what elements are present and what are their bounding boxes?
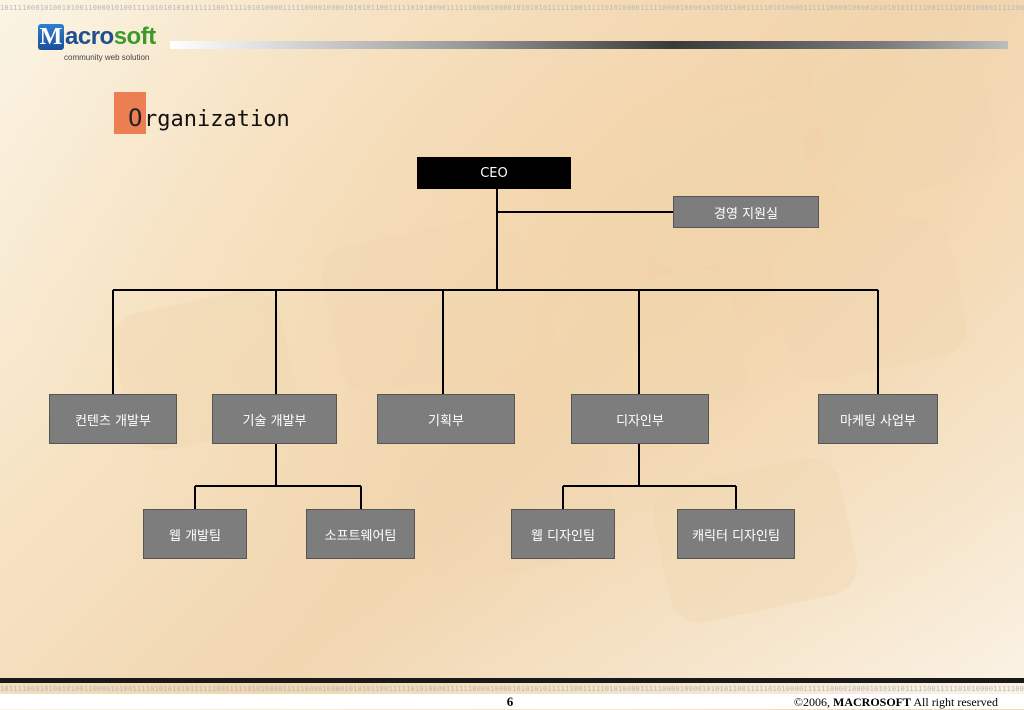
org-box-team-web-dev: 웹 개발팀 [143, 509, 247, 559]
binary-strip-bottom: 1011110001010010100110000101001111010101… [0, 685, 1024, 693]
org-box-team-software: 소프트웨어팀 [306, 509, 415, 559]
logo-name: acrosoft [65, 24, 156, 50]
copyright-brand: MACROSOFT [833, 695, 912, 709]
logo-name-accent: soft [113, 23, 157, 50]
copyright-prefix: ©2006, [793, 695, 834, 709]
org-box-team-character-design: 캐릭터 디자인팀 [677, 509, 795, 559]
org-box-dept-marketing: 마케팅 사업부 [818, 394, 938, 444]
org-box-team-web-design: 웹 디자인팀 [511, 509, 615, 559]
org-box-dept-planning: 기획부 [377, 394, 515, 444]
title-first-letter: O [128, 104, 143, 132]
org-box-ceo: CEO [417, 157, 571, 189]
logo-name-main: acro [65, 23, 114, 50]
title-rest: rganization [144, 107, 290, 132]
header-divider-bar [170, 41, 1008, 49]
copyright-suffix: All right reserved [911, 695, 998, 709]
page-number: 6 [506, 694, 514, 709]
footer-strip [0, 694, 1024, 709]
copyright-notice: ©2006, MACROSOFT All right reserved [794, 695, 998, 710]
org-box-management-support: 경영 지원실 [673, 196, 819, 228]
logo-tagline: community web solution [64, 53, 150, 62]
macrosoft-logo: M acrosoft community web solution [38, 22, 168, 66]
org-box-dept-design: 디자인부 [571, 394, 709, 444]
org-box-dept-contents: 컨텐츠 개발부 [49, 394, 177, 444]
footer-divider-bar [0, 678, 1024, 683]
binary-strip-top: 1011110001010010100110000101001111010101… [0, 4, 1024, 12]
title-accent-block [114, 92, 146, 134]
org-box-dept-tech: 기술 개발부 [212, 394, 337, 444]
logo-initial: M [38, 24, 64, 50]
